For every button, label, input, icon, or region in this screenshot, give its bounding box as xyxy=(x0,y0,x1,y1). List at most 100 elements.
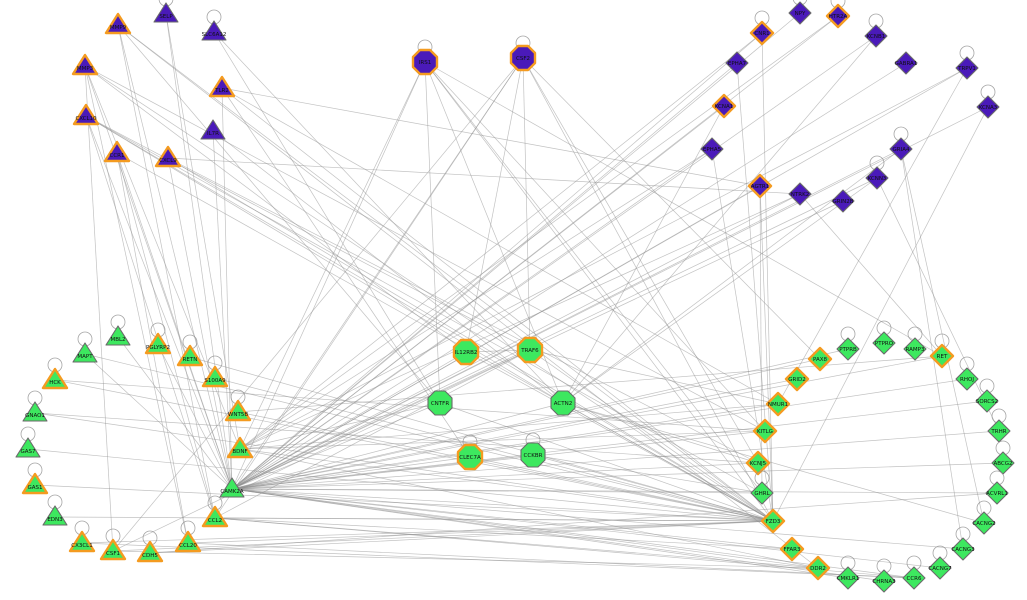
edge-CAMK2A-FZD3 xyxy=(231,488,774,522)
node-ACTN2[interactable]: ACTN2 xyxy=(550,390,576,416)
edge-CAMK2A-DDR2 xyxy=(231,488,819,569)
diamond-node-shape xyxy=(788,182,812,206)
edge-CAMK2A-GRID2 xyxy=(231,378,798,490)
node-SLC6A12[interactable]: SLC6A12 xyxy=(201,9,227,41)
edge-CCR1-CAMK2A xyxy=(116,152,233,490)
edge-CSF1-DDR2 xyxy=(112,550,819,569)
node-CCR1[interactable]: CCR1 xyxy=(103,140,131,163)
diamond-node-shape xyxy=(903,337,927,361)
node-FFAR3[interactable]: FFAR3 xyxy=(779,536,805,562)
edge-HCK-FZD3 xyxy=(54,379,774,522)
triangle-node-shape xyxy=(99,538,127,561)
node-KCNB1[interactable]: KCNB1 xyxy=(864,13,888,48)
node-IRS1[interactable]: IRS1 xyxy=(411,39,439,76)
edge-WNT5B-RET xyxy=(237,355,943,413)
node-MMP9[interactable]: MMP9 xyxy=(104,12,132,35)
node-HCK[interactable]: HCK xyxy=(41,357,69,390)
node-CXCL9[interactable]: CXCL9 xyxy=(154,145,182,168)
diamond-node-shape xyxy=(765,391,791,417)
node-CACNG3[interactable]: CACNG3 xyxy=(951,526,975,561)
edge-KCNA1-ACTN2 xyxy=(562,105,725,404)
node-CCL2[interactable]: CCL2 xyxy=(201,495,229,528)
edge-CAMK2A-TRHR xyxy=(231,430,1000,490)
node-KCNA1[interactable]: KCNA1 xyxy=(711,93,737,119)
edge-CNTFR-FZD3 xyxy=(439,402,774,522)
octagon-node-shape xyxy=(456,443,484,471)
edge-GAS7-FZD3 xyxy=(27,448,774,522)
node-CXCL10[interactable]: CXCL10 xyxy=(72,103,100,126)
node-BDNF[interactable]: BDNF xyxy=(226,436,254,459)
edge-MMP9-CAMK2A xyxy=(117,24,233,490)
edge-EPHA7-CAMK2A xyxy=(231,62,738,490)
node-NTRK2[interactable]: NTRK2 xyxy=(788,182,812,206)
node-PTPRB[interactable]: PTPRB xyxy=(836,326,860,361)
node-RAMP3[interactable]: RAMP3 xyxy=(903,326,927,361)
node-CCR6[interactable]: CCR6 xyxy=(902,555,926,590)
node-GAS7[interactable]: GAS7 xyxy=(15,426,41,458)
edge-CAMK2A-CACNG3 xyxy=(231,488,964,550)
node-TRPV1[interactable]: TRPV1 xyxy=(955,45,979,80)
node-CNTFR[interactable]: CNTFR xyxy=(427,390,453,416)
triangle-node-shape xyxy=(72,342,98,363)
node-GAS1[interactable]: GAS1 xyxy=(21,462,49,495)
node-IL7R[interactable]: IL7R xyxy=(200,119,226,140)
node-KCNA3[interactable]: KCNA3 xyxy=(976,84,1000,119)
node-S100A9[interactable]: S100A9 xyxy=(201,355,229,388)
diamond-node-shape xyxy=(750,481,774,505)
edge-MMP3-KITLG xyxy=(84,65,766,432)
node-ACVRL1[interactable]: ACVRL1 xyxy=(985,470,1009,505)
node-AGTR1[interactable]: AGTR1 xyxy=(747,173,773,199)
node-RHOJ[interactable]: RHOJ xyxy=(955,356,979,391)
node-MAPT[interactable]: MAPT xyxy=(72,331,98,363)
edge-CAMK2A-NMUR1 xyxy=(231,403,779,490)
node-DDR2[interactable]: DDR2 xyxy=(805,555,831,581)
edge-CAMK2A-CMKLR1 xyxy=(231,488,849,579)
triangle-node-shape xyxy=(219,477,245,498)
edge-CXCL9-CAMK2A xyxy=(167,157,233,490)
edge-SELP-CAMK2A xyxy=(165,13,233,490)
node-GRID2[interactable]: GRID2 xyxy=(784,366,810,392)
edge-BDNF-DDR2 xyxy=(239,448,819,569)
node-IL12RB2[interactable]: IL12RB2 xyxy=(452,338,480,366)
node-CACNG2[interactable]: CACNG2 xyxy=(972,500,996,535)
node-HTR2A[interactable]: HTR2A xyxy=(825,0,851,29)
edge-CCKBR-GHRL xyxy=(532,454,763,494)
node-TRHR[interactable]: TRHR xyxy=(987,408,1011,443)
edge-IRS1-FZD3 xyxy=(424,61,774,522)
node-CACNG7[interactable]: CACNG7 xyxy=(928,545,952,580)
node-CLEC7A[interactable]: CLEC7A xyxy=(456,434,484,471)
edge-IRS1-GHRL xyxy=(424,61,763,494)
node-CSF2[interactable]: CSF2 xyxy=(509,35,537,72)
node-CMKLR1[interactable]: CMKLR1 xyxy=(836,555,860,590)
node-FZD3[interactable]: FZD3 xyxy=(760,508,786,534)
node-CCKBR[interactable]: CCKBR xyxy=(520,432,546,468)
triangle-node-shape xyxy=(153,2,179,23)
edge-MMP9-FZD3 xyxy=(117,24,774,522)
node-CX3CL1[interactable]: CX3CL1 xyxy=(68,520,96,553)
edge-KCNN3-TRHR xyxy=(876,177,1000,432)
edge-AGTR1-GHRL xyxy=(759,185,763,494)
node-NPY[interactable]: NPY xyxy=(788,0,812,25)
edge-NTRK2-RET xyxy=(799,193,943,357)
node-GABRA1[interactable]: GABRA1 xyxy=(894,51,918,75)
node-CCL20[interactable]: CCL20 xyxy=(174,520,202,553)
node-SORCS2[interactable]: SORCS2 xyxy=(975,378,999,413)
node-PTPRO[interactable]: PTPRO xyxy=(872,320,896,355)
edge-MMP9-CCL2 xyxy=(117,24,216,519)
node-EPHA7[interactable]: EPHA7 xyxy=(725,51,749,75)
node-ABCG2[interactable]: ABCG2 xyxy=(991,440,1015,475)
diamond-node-shape xyxy=(894,51,918,75)
node-TLR2[interactable]: TLR2 xyxy=(208,75,236,98)
triangle-node-shape xyxy=(42,505,68,526)
node-EDN3[interactable]: EDN3 xyxy=(42,494,68,526)
node-MMP3[interactable]: MMP3 xyxy=(71,53,99,76)
node-MBL2[interactable]: MBL2 xyxy=(105,314,131,346)
octagon-node-shape xyxy=(520,442,546,468)
node-TRAF6[interactable]: TRAF6 xyxy=(516,336,544,364)
node-GNAO1[interactable]: GNAO1 xyxy=(22,390,48,422)
edge-EPHA5-BDNF xyxy=(239,148,713,450)
node-GRIN2B[interactable]: GRIN2B xyxy=(831,189,855,213)
node-SELP[interactable]: SELP xyxy=(153,0,179,23)
